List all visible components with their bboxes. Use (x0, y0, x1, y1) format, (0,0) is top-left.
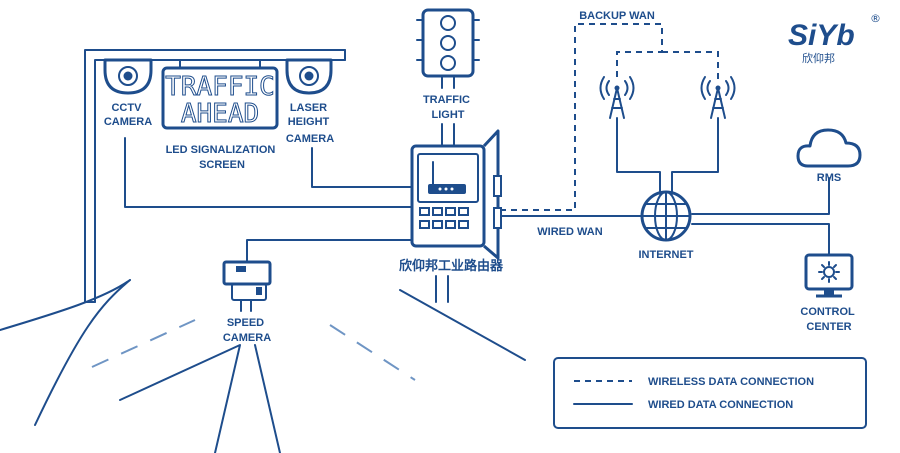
roads (0, 279, 526, 453)
gantry-structure (84, 49, 346, 303)
brand-logo: SiYb 欣仰邦 ® (788, 12, 881, 65)
internet-label: INTERNET (639, 249, 694, 261)
globe-icon (640, 190, 692, 242)
cctv-label: CCTV CAMERA (104, 102, 152, 128)
traffic-light-icon (416, 8, 480, 89)
cell-tower-icon (700, 76, 736, 146)
logo-text: SiYb (788, 19, 855, 52)
rms-label: RMS (817, 172, 841, 184)
logo-cn: 欣仰邦 (802, 51, 835, 65)
control-center-label: CONTROL CENTER (800, 306, 857, 333)
wired-wan-label: WIRED WAN (537, 226, 602, 238)
wireless-connections (500, 23, 719, 211)
cell-tower-icon (599, 76, 635, 146)
backup-wan-label: BACKUP WAN (579, 10, 655, 22)
cctv-camera-icon (103, 58, 153, 95)
led-label: LED SIGNALIZATION SCREEN (166, 144, 279, 171)
led-screen-icon: TRAFFIC AHEAD (161, 59, 279, 130)
legend-wireless-label: WIRELESS DATA CONNECTION (648, 376, 814, 388)
traffic-light-pole (435, 123, 455, 303)
logo-registered: ® (870, 12, 881, 25)
router-cabinet-icon (410, 129, 502, 260)
sign-line2: AHEAD (181, 99, 259, 129)
monitor-gear-icon (804, 253, 854, 298)
laser-label: LASER HEIGHT CAMERA (286, 102, 334, 145)
speed-camera-label: SPEED CAMERA (223, 317, 271, 344)
router-label: 欣仰邦工业路由器 (399, 258, 504, 274)
legend-box: WIRELESS DATA CONNECTION WIRED DATA CONN… (553, 357, 867, 429)
legend-wired-label: WIRED DATA CONNECTION (648, 399, 793, 411)
wired-connections (124, 137, 830, 263)
laser-camera-icon (285, 58, 333, 95)
speed-camera-icon (222, 260, 272, 312)
cloud-icon (796, 128, 862, 168)
traffic-light-label: TRAFFIC LIGHT (423, 94, 473, 121)
sign-line1: TRAFFIC (165, 72, 275, 102)
